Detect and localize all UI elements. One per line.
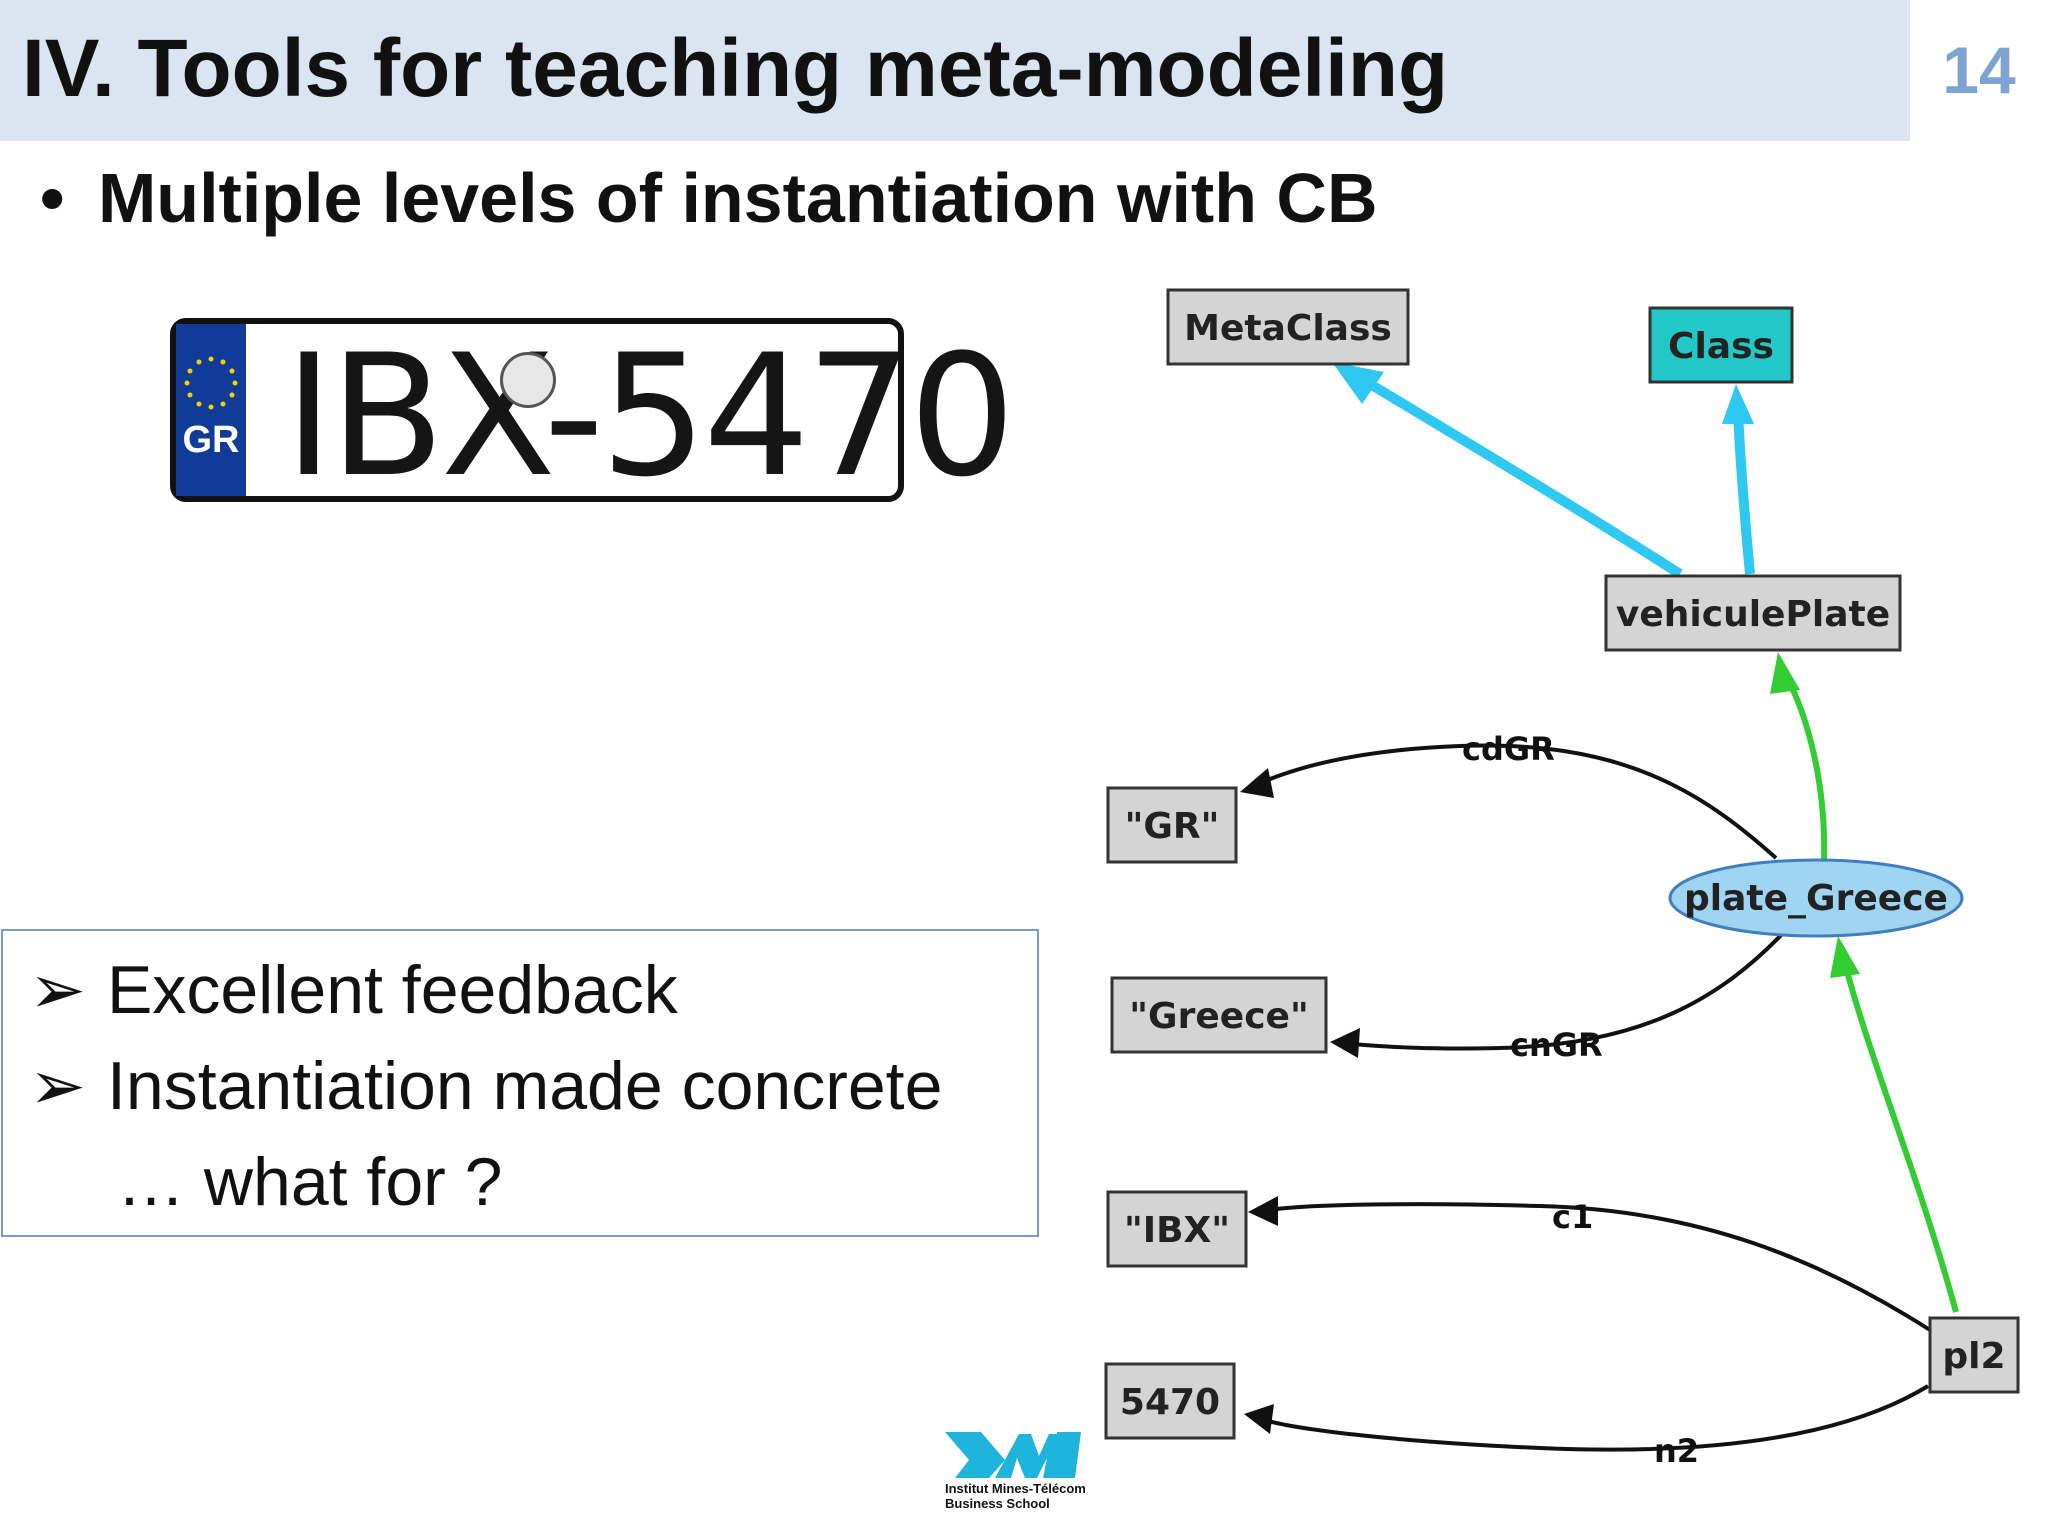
- license-plate-image: GR IBX-5470: [170, 318, 1016, 514]
- arrowhead-icon: [1770, 652, 1800, 694]
- node-class: Class: [1648, 306, 1794, 384]
- edge-vehiculeplate-metaclass: [1357, 373, 1683, 579]
- plate-country-code: GR: [182, 419, 240, 461]
- arrowhead-icon: [1330, 1028, 1360, 1058]
- plate-seal-icon: [500, 352, 556, 408]
- title-bar: IV. Tools for teaching meta-modeling: [0, 0, 1910, 141]
- node-5470: 5470: [1104, 1362, 1236, 1440]
- node-ibx: "IBX": [1106, 1190, 1248, 1268]
- edge-pl2-plategreece: [1841, 959, 1959, 1313]
- plate-number: IBX-5470: [284, 318, 1016, 514]
- callout-box: ➢ Excellent feedback ➢ Instantiation made …: [1, 929, 1039, 1237]
- slide-title: IV. Tools for teaching meta-modeling: [22, 23, 1449, 114]
- eu-stars-icon: [184, 356, 238, 410]
- node-gr: "GR": [1106, 786, 1238, 864]
- bullet-text: Multiple levels of instantiation with CB: [98, 159, 1378, 237]
- node-label: vehiculePlate: [1616, 594, 1890, 635]
- arrowhead-icon: [1830, 936, 1860, 978]
- eu-flag-band: GR: [176, 324, 246, 496]
- bullet-dot-icon: •: [40, 159, 65, 237]
- callout-item: ➢ Instantiation made concrete: [29, 1047, 942, 1126]
- node-label: "GR": [1125, 806, 1220, 847]
- arrowhead-icon: [1248, 1196, 1278, 1226]
- logo-line-1: Institut Mines-Télécom: [945, 1481, 1086, 1496]
- arrow-bullet-icon: ➢: [29, 1048, 86, 1124]
- edge-cngr: [1351, 928, 1788, 1051]
- edge-label-c1: c1: [1552, 1198, 1593, 1236]
- callout-item-text: Excellent feedback: [107, 952, 678, 1028]
- page-number: 14: [1942, 33, 2016, 107]
- node-vehiculeplate: vehiculePlate: [1604, 574, 1902, 652]
- node-label: MetaClass: [1184, 308, 1392, 349]
- node-plate-greece: plate_Greece: [1668, 858, 1964, 938]
- edge-vehiculeplate-class: [1733, 409, 1755, 575]
- node-greece: "Greece": [1110, 976, 1328, 1054]
- node-label: "IBX": [1124, 1210, 1230, 1251]
- callout-item: ➢ Excellent feedback: [29, 951, 678, 1030]
- node-metaclass: MetaClass: [1166, 288, 1410, 366]
- edge-cdgr: [1257, 743, 1778, 860]
- arrowhead-icon: [1332, 362, 1384, 404]
- node-label: 5470: [1120, 1382, 1220, 1423]
- bullet-item: • Multiple levels of instantiation with C…: [40, 158, 1378, 238]
- edge-plategreece-vehiculeplate: [1783, 674, 1828, 861]
- node-label: plate_Greece: [1684, 878, 1948, 919]
- arrowhead-icon: [1240, 768, 1274, 798]
- callout-followup: … what for ?: [117, 1144, 503, 1220]
- imt-logo-icon: [945, 1432, 1081, 1478]
- edge-label-cdgr: cdGR: [1462, 730, 1555, 768]
- arrowhead-icon: [1722, 384, 1754, 424]
- logo-line-2: Business School: [945, 1496, 1050, 1511]
- node-label: Class: [1668, 326, 1774, 367]
- callout-item-text: Instantiation made concrete: [107, 1048, 943, 1124]
- edge-label-cngr: cnGR: [1510, 1026, 1603, 1064]
- edge-c1: [1269, 1202, 1932, 1332]
- arrowhead-icon: [1244, 1404, 1274, 1434]
- node-label: pl2: [1942, 1336, 2005, 1377]
- node-pl2: pl2: [1928, 1316, 2020, 1394]
- arrow-bullet-icon: ➢: [29, 952, 86, 1028]
- node-label: "Greece": [1129, 996, 1308, 1037]
- logo-text: Institut Mines-Télécom Business School: [945, 1481, 1086, 1511]
- edge-label-n2: n2: [1654, 1432, 1699, 1470]
- edge-n2: [1263, 1384, 1930, 1452]
